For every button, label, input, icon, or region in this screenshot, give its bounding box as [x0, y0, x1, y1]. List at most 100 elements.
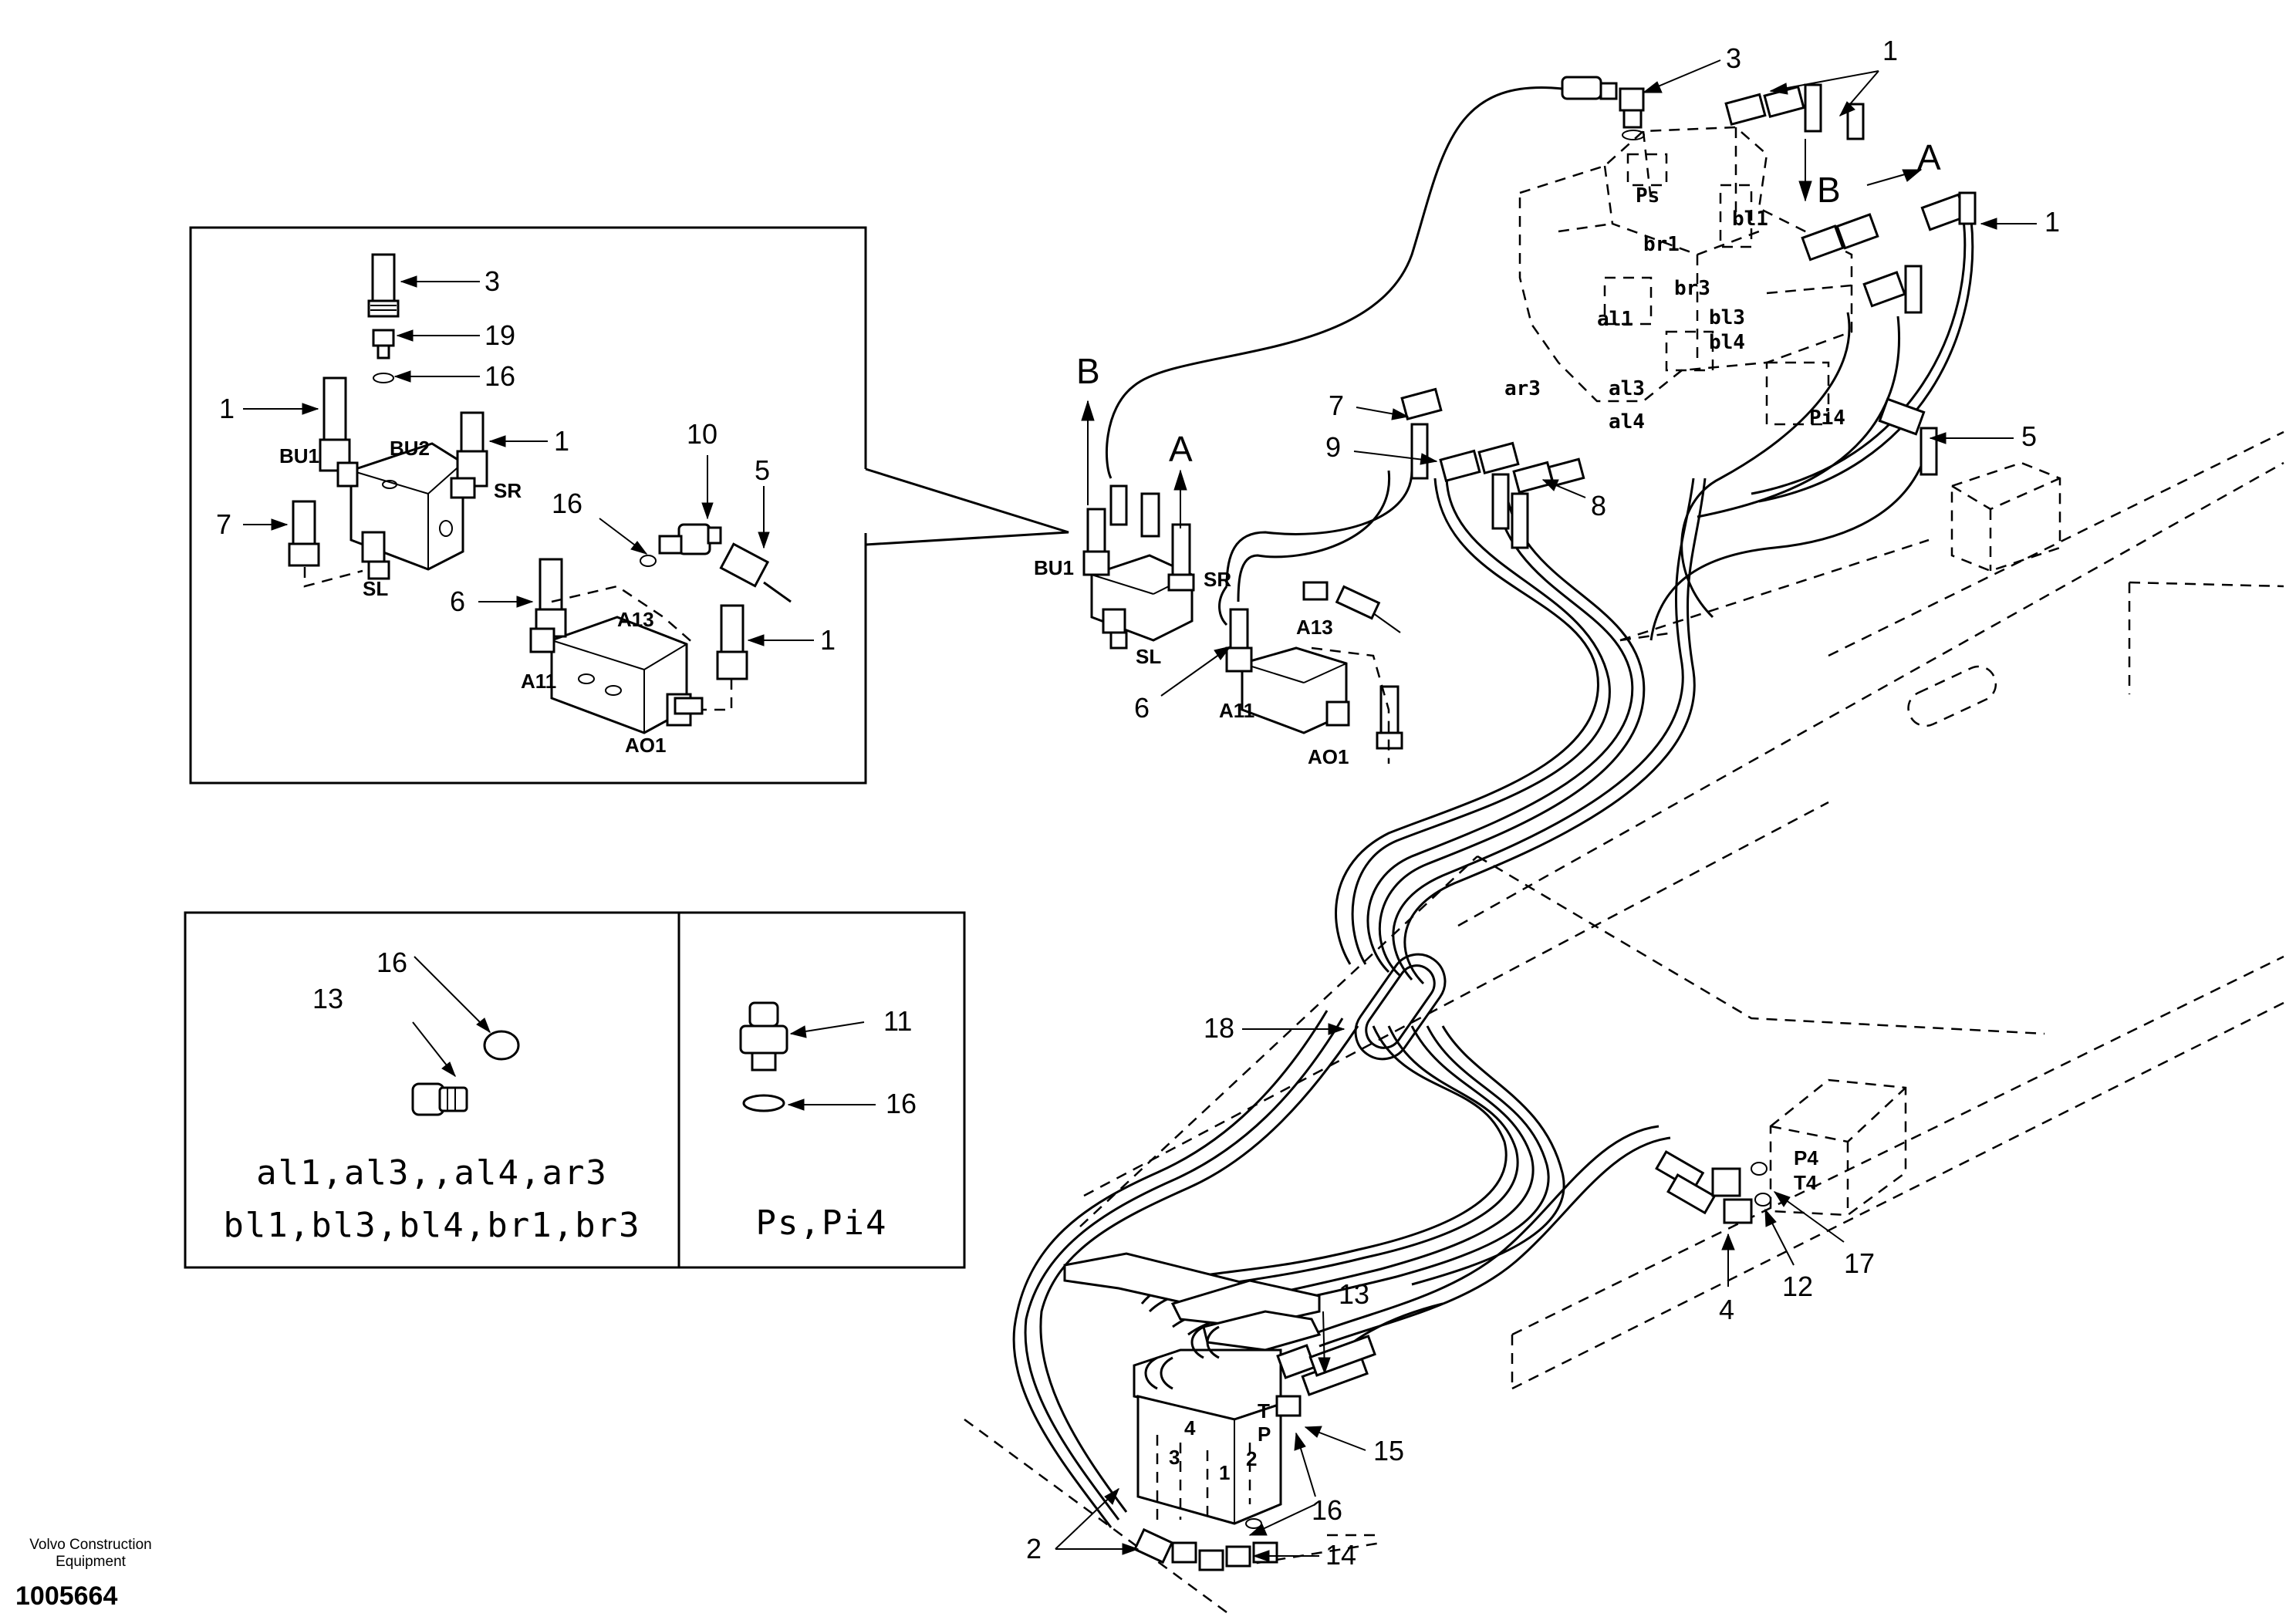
- main-callout: 8: [1591, 490, 1606, 521]
- legend-left-line2: bl1,bl3,bl4,br1,br3: [223, 1206, 640, 1245]
- inset-callout: 1: [820, 624, 836, 656]
- mid-bracket-a: [1225, 581, 1403, 764]
- valve-port: br1: [1643, 233, 1680, 256]
- valve-port: Pi4: [1809, 407, 1845, 430]
- main-callout: 2: [1026, 1533, 1042, 1564]
- block-port: T4: [1794, 1171, 1818, 1194]
- bracket-port-labels: BU1 SR SL A13 A11 AO1: [1034, 556, 1349, 768]
- inset-port-labels: BU1 BU2 SR SL A13 A11 AO1: [279, 437, 666, 757]
- legend-oring-16: [483, 1030, 520, 1061]
- bracket-port: SL: [1136, 645, 1161, 668]
- inset-port: A11: [521, 670, 556, 693]
- drawing-number: 1005664: [15, 1581, 118, 1611]
- inset-bracket-bu: [288, 376, 488, 588]
- pedal-port: P: [1258, 1423, 1271, 1446]
- inset-leaders: [243, 275, 814, 646]
- pedal-port: 2: [1246, 1447, 1257, 1470]
- main-callout: 3: [1726, 42, 1741, 74]
- inset-hose-5: [719, 542, 792, 603]
- inset-port: A13: [617, 608, 654, 631]
- legend-right-line: Ps,Pi4: [756, 1203, 888, 1243]
- pedal-port: 1: [1219, 1461, 1230, 1484]
- inset-hose-3: [367, 253, 400, 318]
- inset-fitting-10: [658, 523, 722, 555]
- main-callout: 4: [1719, 1294, 1734, 1325]
- inset-callout: 1: [219, 393, 235, 424]
- inset-bracket-a: [529, 558, 748, 734]
- inset-callout: 7: [216, 508, 231, 540]
- arrow-label-a: A: [1169, 429, 1193, 469]
- main-callout: 6: [1134, 692, 1150, 724]
- pedal-port: 4: [1184, 1416, 1196, 1439]
- main-callout: 5: [2021, 420, 2037, 452]
- inset-port: BU1: [279, 444, 319, 467]
- pedal-valve: [1063, 1252, 1376, 1571]
- inset-fitting-19: [372, 329, 395, 359]
- inset-oring-16: [373, 373, 394, 383]
- inset-callout: 19: [485, 319, 515, 351]
- valve-port: bl3: [1709, 306, 1745, 329]
- inset-port: AO1: [625, 734, 666, 757]
- legend-callout: 11: [883, 1005, 912, 1037]
- valve-port: al3: [1609, 377, 1645, 400]
- control-valve: [1518, 126, 2061, 572]
- main-callout: 1: [1882, 35, 1898, 66]
- flow-arrows: [1081, 139, 1923, 528]
- inset-callout: 5: [755, 454, 770, 486]
- pedal-port: T: [1258, 1399, 1270, 1423]
- main-callout: 7: [1329, 390, 1344, 421]
- pedal-port: 3: [1169, 1446, 1180, 1469]
- main-callout-labels: 3 1 1 7 9 8 5 6 18 13 15 16 14 2 4 12 17: [1026, 35, 2060, 1571]
- arrow-label-a: A: [1917, 137, 1941, 177]
- valve-port: Ps: [1636, 184, 1660, 208]
- main-callout: 15: [1373, 1435, 1404, 1466]
- main-callout: 14: [1325, 1539, 1356, 1571]
- bracket-port: SR: [1204, 568, 1231, 591]
- block-port-labels: P4 T4: [1794, 1146, 1818, 1194]
- legend-fitting-13: [411, 1082, 468, 1116]
- arrow-label-b: B: [1817, 170, 1841, 210]
- main-callout: 17: [1844, 1247, 1875, 1279]
- valve-port: al1: [1597, 308, 1633, 331]
- bracket-port: AO1: [1308, 745, 1349, 768]
- main-leaders: [1055, 59, 2037, 1562]
- brand-line-2: Equipment: [56, 1554, 126, 1570]
- legend-callout: 13: [312, 983, 343, 1014]
- legend-callout: 16: [376, 947, 407, 978]
- bracket-port: A11: [1219, 699, 1254, 722]
- main-callout: 9: [1325, 431, 1341, 463]
- grommet-18: [1354, 953, 1447, 1061]
- main-callout: 12: [1782, 1271, 1813, 1302]
- inset-callout: 6: [450, 586, 465, 617]
- bracket-port: BU1: [1034, 556, 1074, 579]
- inset-callout: 10: [687, 418, 718, 450]
- main-callout: 16: [1312, 1494, 1342, 1526]
- legend-fitting-11: [739, 1001, 788, 1072]
- valve-port: ar3: [1504, 377, 1541, 400]
- legend-box: 16 13 al1,al3,,al4,ar3 bl1,bl3,bl4,br1,b…: [184, 911, 966, 1269]
- brand-line-1: Volvo Construction: [29, 1537, 152, 1553]
- valve-port: bl1: [1732, 208, 1768, 231]
- valve-port: bl4: [1709, 331, 1745, 354]
- valve-port: br3: [1674, 277, 1710, 300]
- inset-detail: 3 19 16 1 1 7 10 16 5 6 1 BU1 BU2 SR SL …: [189, 226, 1069, 785]
- inset-callout: 1: [554, 425, 569, 457]
- main-assembly: 3 1 1 7 9 8 5 6 18 13 15 16 14 2 4 12 17…: [964, 35, 2284, 1614]
- pilot-block: [1655, 1078, 1907, 1224]
- top-fittings: [1400, 76, 1977, 549]
- bracket-port: A13: [1296, 616, 1333, 639]
- valve-port-labels: Ps bl1 br1 br3 al1 bl3 bl4 ar3 al3 al4 P…: [1504, 184, 1845, 434]
- block-port: P4: [1794, 1146, 1818, 1169]
- valve-port: al4: [1609, 410, 1645, 434]
- inset-oring-16b: [640, 555, 657, 567]
- inset-port: SL: [363, 577, 388, 600]
- inset-callout: 16: [485, 360, 515, 392]
- main-arrow-labels: B A B A: [1076, 137, 1941, 469]
- pedal-port-labels: T P 4 3 1 2: [1169, 1399, 1271, 1484]
- main-callout: 18: [1204, 1012, 1234, 1044]
- mid-bracket-bu: [1082, 484, 1195, 650]
- main-callout: 13: [1339, 1278, 1369, 1310]
- inset-port: BU2: [390, 437, 430, 460]
- legend-left-line1: al1,al3,,al4,ar3: [256, 1153, 608, 1193]
